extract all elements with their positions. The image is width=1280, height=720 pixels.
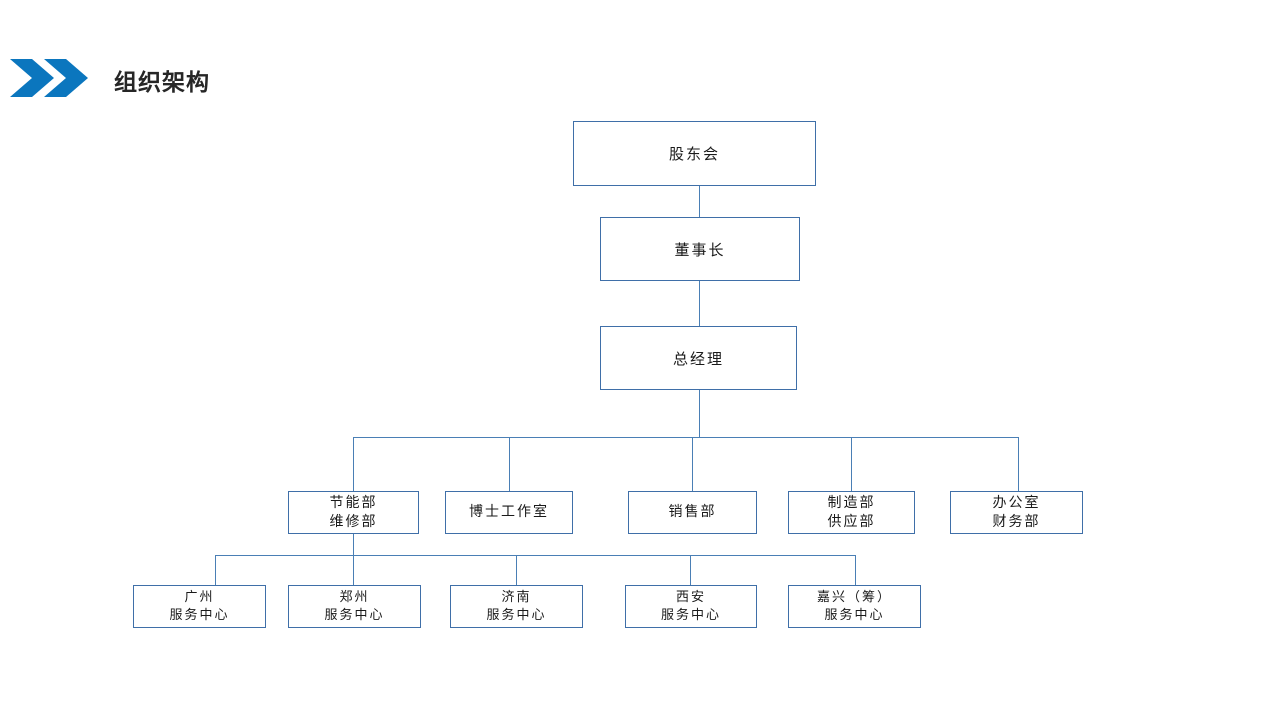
- node-general-manager-label: 总经理: [672, 349, 724, 368]
- connector-chairman-generalmanager: [699, 281, 700, 326]
- node-dept-office-label: 办公室 财务部: [992, 494, 1041, 530]
- node-sc-jinan[interactable]: 济南 服务中心: [450, 585, 583, 628]
- node-dept-manufacturing[interactable]: 制造部 供应部: [788, 491, 915, 534]
- node-dept-sales-label: 销售部: [668, 504, 717, 520]
- page-title: 组织架构: [114, 69, 210, 95]
- node-general-manager[interactable]: 总经理: [600, 326, 797, 390]
- connector-bus-sc-guangzhou: [215, 555, 216, 585]
- node-dept-office[interactable]: 办公室 财务部: [950, 491, 1083, 534]
- connector-generalmanager-dropline: [699, 390, 700, 437]
- node-dept-energy-label: 节能部 维修部: [329, 494, 378, 530]
- connector-department-bus: [353, 437, 1019, 438]
- node-sc-xian[interactable]: 西安 服务中心: [625, 585, 757, 628]
- node-chairman[interactable]: 董事长: [600, 217, 800, 281]
- connector-bus-dept-doctor-studio: [509, 437, 510, 491]
- node-sc-guangzhou[interactable]: 广州 服务中心: [133, 585, 266, 628]
- node-dept-sales[interactable]: 销售部: [628, 491, 757, 534]
- node-dept-energy[interactable]: 节能部 维修部: [288, 491, 419, 534]
- slide-header: 组织架构: [0, 0, 1280, 120]
- node-sc-xian-label: 西安 服务中心: [660, 589, 721, 623]
- node-shareholders[interactable]: 股东会: [573, 121, 816, 186]
- node-sc-jiaxing-label: 嘉兴（筹） 服务中心: [816, 589, 892, 623]
- connector-bus-dept-office: [1018, 437, 1019, 491]
- double-chevron-right-icon: [10, 57, 88, 99]
- node-dept-doctor-studio-label: 博士工作室: [469, 504, 549, 520]
- node-sc-jinan-label: 济南 服务中心: [486, 589, 547, 623]
- connector-bus-sc-xian: [690, 555, 691, 585]
- connector-bus-sc-jinan: [516, 555, 517, 585]
- node-chairman-label: 董事长: [674, 240, 726, 259]
- connector-bus-dept-manufacturing: [851, 437, 852, 491]
- node-dept-manufacturing-label: 制造部 供应部: [827, 494, 876, 530]
- node-sc-guangzhou-label: 广州 服务中心: [169, 589, 230, 623]
- connector-bus-sc-jiaxing: [855, 555, 856, 585]
- connector-bus-sc-zhengzhou: [353, 555, 354, 585]
- node-sc-jiaxing[interactable]: 嘉兴（筹） 服务中心: [788, 585, 921, 628]
- connector-bus-dept-energy: [353, 437, 354, 491]
- node-sc-zhengzhou-label: 郑州 服务中心: [324, 589, 385, 623]
- node-shareholders-label: 股东会: [668, 145, 720, 163]
- connector-service-center-bus: [215, 555, 855, 556]
- node-sc-zhengzhou[interactable]: 郑州 服务中心: [288, 585, 421, 628]
- connector-bus-dept-sales: [692, 437, 693, 491]
- connector-dept-energy-dropline: [353, 534, 354, 555]
- node-dept-doctor-studio[interactable]: 博士工作室: [445, 491, 573, 534]
- connector-shareholders-chairman: [699, 186, 700, 217]
